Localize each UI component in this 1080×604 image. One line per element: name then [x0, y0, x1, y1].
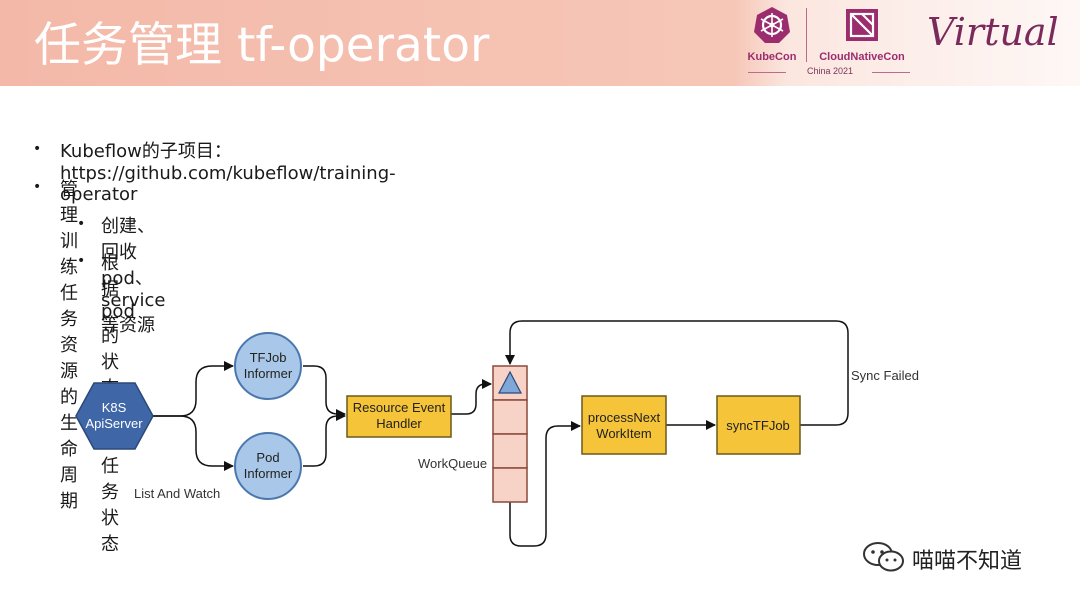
event-label: China 2021 [806, 66, 854, 76]
edge-tfjob-to-handler [303, 365, 346, 419]
slide-header: 任务管理 tf-operator KubeCon CloudNativeCon … [0, 0, 1080, 86]
process-next-workitem-node [581, 395, 667, 455]
process-label-line2: WorkItem [596, 426, 651, 441]
edge-k8s-to-tfjob [153, 361, 234, 417]
process-label-line1: processNext [588, 410, 661, 425]
sub-bullet-dot: • [77, 253, 86, 269]
edge-queue-to-process [509, 421, 581, 547]
workqueue-label: WorkQueue [418, 456, 488, 471]
edge-k8s-to-pod [153, 415, 234, 471]
kubernetes-wheel-icon [754, 7, 790, 43]
workqueue-node [492, 365, 528, 503]
pod-informer-node [234, 432, 302, 500]
edge-handler-to-queue [451, 379, 492, 415]
event-rule-right [872, 72, 910, 73]
cloudnativecon-logo: CloudNativeCon [812, 5, 912, 63]
kubecon-logo: KubeCon [742, 5, 802, 63]
tfjob-label-line1: TFJob [250, 350, 287, 365]
list-and-watch-label: List And Watch [134, 486, 221, 501]
pod-label-line2: Informer [244, 466, 293, 481]
watermark-text: 喵喵不知道 [912, 549, 1023, 574]
virtual-logo-text: Virtual [927, 10, 1059, 54]
k8s-apiserver-node [75, 382, 154, 450]
edge-pod-to-handler [303, 411, 346, 467]
sub-bullet-item: 创建、回收pod、service等资源 [101, 216, 166, 336]
resource-event-handler-node [346, 395, 452, 438]
sync-label: syncTFJob [726, 418, 790, 433]
logo-background [735, 0, 1080, 86]
connectors [153, 320, 849, 547]
edge-sync-failed-loop [505, 320, 849, 426]
bullet-item: 管理训练任务资源的生命周期 [60, 179, 78, 512]
bullet-dot: • [33, 179, 42, 195]
sub-bullet-dot: • [77, 216, 86, 232]
kubecon-label: KubeCon [747, 51, 797, 63]
sync-failed-label: Sync Failed [851, 368, 919, 383]
k8s-label-line1: K8S [102, 400, 127, 415]
event-rule-left [748, 72, 786, 73]
pod-label-line1: Pod [256, 450, 279, 465]
logo-divider [806, 8, 807, 62]
k8s-label-line2: ApiServer [85, 416, 143, 431]
bullet-item: Kubeflow的子项目：https://github.com/kubeflow… [60, 141, 396, 205]
sync-tfjob-node [716, 395, 801, 455]
cncf-icon [846, 9, 878, 41]
tfjob-label-line2: Informer [244, 366, 293, 381]
queue-head-triangle-icon [498, 370, 522, 394]
handler-label-line2: Handler [376, 416, 422, 431]
tfjob-informer-node [234, 332, 302, 400]
wechat-icon [863, 542, 904, 572]
cloudnativecon-label: CloudNativeCon [819, 51, 905, 63]
bullet-dot: • [33, 141, 42, 157]
handler-label-line1: Resource Event [353, 400, 446, 415]
slide-title: 任务管理 tf-operator [34, 18, 490, 73]
